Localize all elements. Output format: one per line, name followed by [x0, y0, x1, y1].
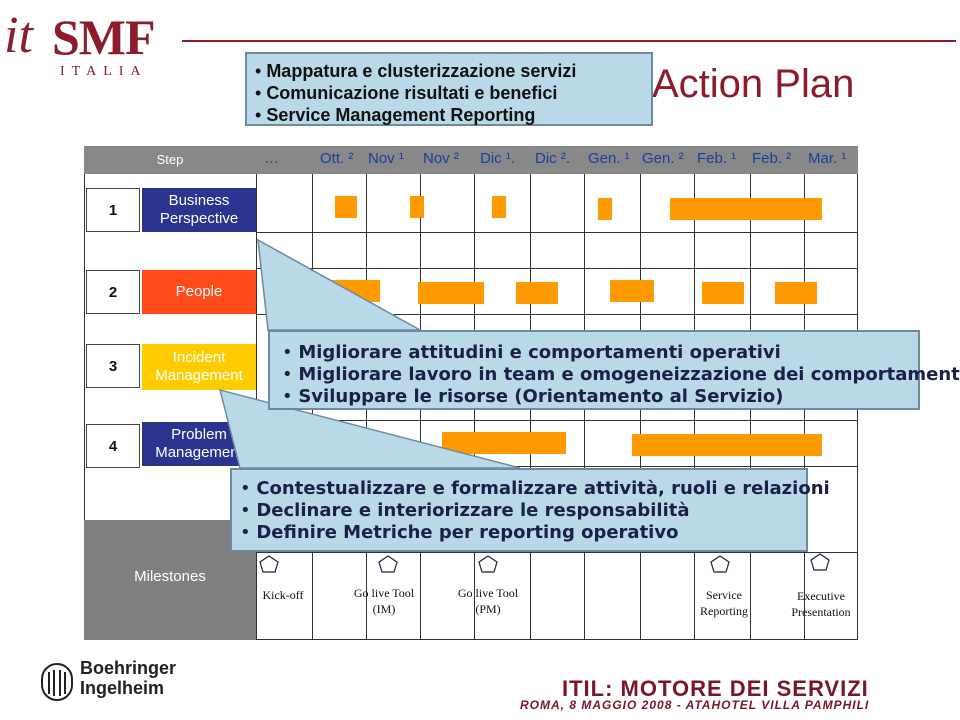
gantt-bar [775, 282, 817, 304]
gantt-bar [610, 280, 654, 302]
grid-line [256, 232, 858, 233]
grid-line [256, 420, 858, 421]
milestone-marker [378, 555, 398, 573]
gantt-bar [418, 282, 484, 304]
row-number: 2 [86, 270, 140, 314]
milestone-golive-pm: Go live Tool (PM) [457, 586, 519, 616]
header-rule [182, 40, 956, 42]
milestone-marker [810, 553, 830, 571]
callout-item: Sviluppare le risorse (Orientamento al S… [282, 386, 906, 408]
callout-item: Definire Metriche per reporting operativ… [240, 522, 798, 544]
callout-item: Declinare e interiorizzare le responsabi… [240, 500, 798, 522]
gantt-bar [442, 432, 566, 454]
month-header: Dic ¹. [480, 150, 515, 167]
step-incident-management: Incident Management [142, 344, 256, 390]
month-header: Gen. ² [642, 150, 684, 167]
grid-line [256, 268, 858, 269]
month-header: Feb. ² [752, 150, 792, 167]
milestone-kickoff: Kick-off [262, 588, 304, 602]
logo-it: it [4, 7, 33, 64]
callout-item: Comunicazione risultati e benefici [255, 82, 643, 104]
month-header: Feb. ¹ [697, 150, 737, 167]
grid-line [256, 552, 858, 553]
milestone-marker [259, 555, 279, 573]
gantt-bar [632, 434, 822, 456]
milestones-cell [84, 520, 256, 640]
event-subtitle: ROMA, 8 MAGGIO 2008 - ATAHOTEL VILLA PAM… [520, 698, 870, 712]
milestone-marker [710, 555, 730, 573]
month-header: Nov ² [423, 150, 459, 167]
grid-line [256, 466, 858, 467]
page-title: Action Plan [652, 62, 855, 106]
sponsor-line: Boehringer [80, 658, 177, 678]
milestone-executive-presentation: Executive Presentation [791, 589, 851, 619]
callout-business-perspective: Mappatura e clusterizzazione servizi Com… [245, 52, 653, 126]
logo-italia: ITALIA [60, 64, 148, 79]
gantt-bar [598, 198, 612, 220]
milestone-golive-im: Go live Tool (IM) [353, 586, 415, 616]
logo-smf: SMF [52, 9, 156, 65]
callout-people: Migliorare attitudini e comportamenti op… [268, 330, 960, 410]
sponsor-name: Boehringer Ingelheim [80, 658, 176, 698]
boehringer-logo-icon [41, 663, 73, 701]
callout-item: Migliorare lavoro in team e omogeneizzaz… [282, 364, 960, 386]
row-number: 3 [86, 344, 140, 388]
gantt-bar [516, 282, 558, 304]
gantt-bar [335, 196, 357, 218]
milestone-service-reporting: Service Reporting [700, 588, 748, 618]
milestones-label: Milestones [134, 568, 206, 585]
month-header: … [264, 150, 279, 167]
step-business-perspective: Business Perspective [142, 188, 256, 232]
row-number: 4 [86, 424, 140, 468]
gantt-bar [702, 282, 744, 304]
gantt-bar [670, 198, 822, 220]
gantt-bar [492, 196, 506, 218]
callout-incident-management: Contestualizzare e formalizzare attività… [230, 468, 830, 552]
callout-item: Service Management Reporting [255, 104, 643, 126]
month-header: Dic ². [535, 150, 570, 167]
event-title: ITIL: MOTORE DEI SERVIZI [562, 676, 869, 701]
month-header: Gen. ¹ [588, 150, 630, 167]
sponsor-line: Ingelheim [80, 678, 165, 698]
milestone-marker [478, 555, 498, 573]
month-header: Nov ¹ [368, 150, 404, 167]
step-header: Step [156, 152, 184, 167]
month-header: Mar. ¹ [808, 150, 847, 167]
table-header [84, 146, 858, 174]
gantt-bar [410, 196, 424, 218]
callout-item: Migliorare attitudini e comportamenti op… [282, 342, 906, 364]
step-people: People [142, 270, 256, 314]
row-number: 1 [86, 188, 140, 232]
callout-item: Mappatura e clusterizzazione servizi [255, 60, 643, 82]
grid-line [256, 314, 858, 315]
month-header: Ott. ² [320, 150, 354, 167]
callout-item: Contestualizzare e formalizzare attività… [240, 478, 829, 500]
